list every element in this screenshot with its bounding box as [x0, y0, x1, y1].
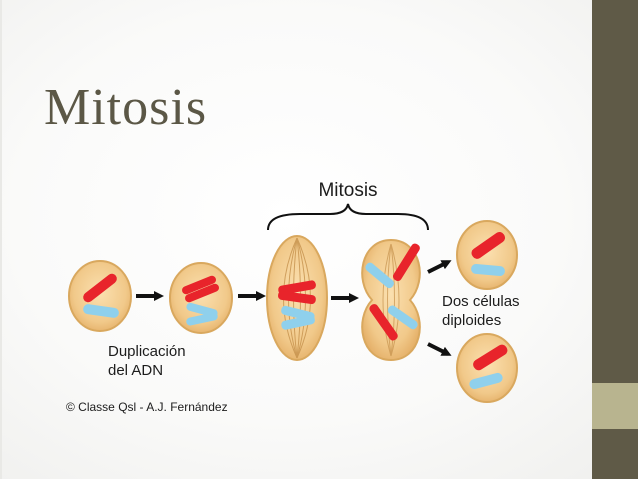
arrow-to-daughter-2 [427, 342, 452, 356]
result-label: Dos células diploides [442, 293, 524, 329]
result-label-line1: Dos células [442, 293, 520, 310]
mitosis-bracket [267, 203, 429, 231]
cell-duplicated [169, 262, 233, 334]
cell-anaphase [361, 238, 421, 362]
cell-metaphase [266, 235, 328, 361]
red-chromosome [83, 273, 117, 303]
accent-block [592, 383, 638, 429]
mitosis-diagram: Mitosis [66, 180, 524, 414]
daughter-cell-2 [456, 333, 518, 403]
duplication-label: Duplicación del ADN [108, 343, 190, 379]
bracket-label: Mitosis [318, 180, 377, 201]
slide-left-edge [0, 0, 2, 479]
result-label-line2: diploides [442, 312, 501, 329]
slide-title: Mitosis [44, 79, 208, 136]
duplication-label-line1: Duplicación [108, 343, 186, 360]
duplication-label-line2: del ADN [108, 362, 163, 379]
arrow-to-daughter-1 [427, 260, 452, 274]
daughter-cell-1 [456, 220, 518, 290]
cell-interphase [68, 260, 132, 332]
blue-chromosome [83, 304, 119, 318]
credit-label: © Classe Qsl - A.J. Fernández [66, 400, 228, 414]
